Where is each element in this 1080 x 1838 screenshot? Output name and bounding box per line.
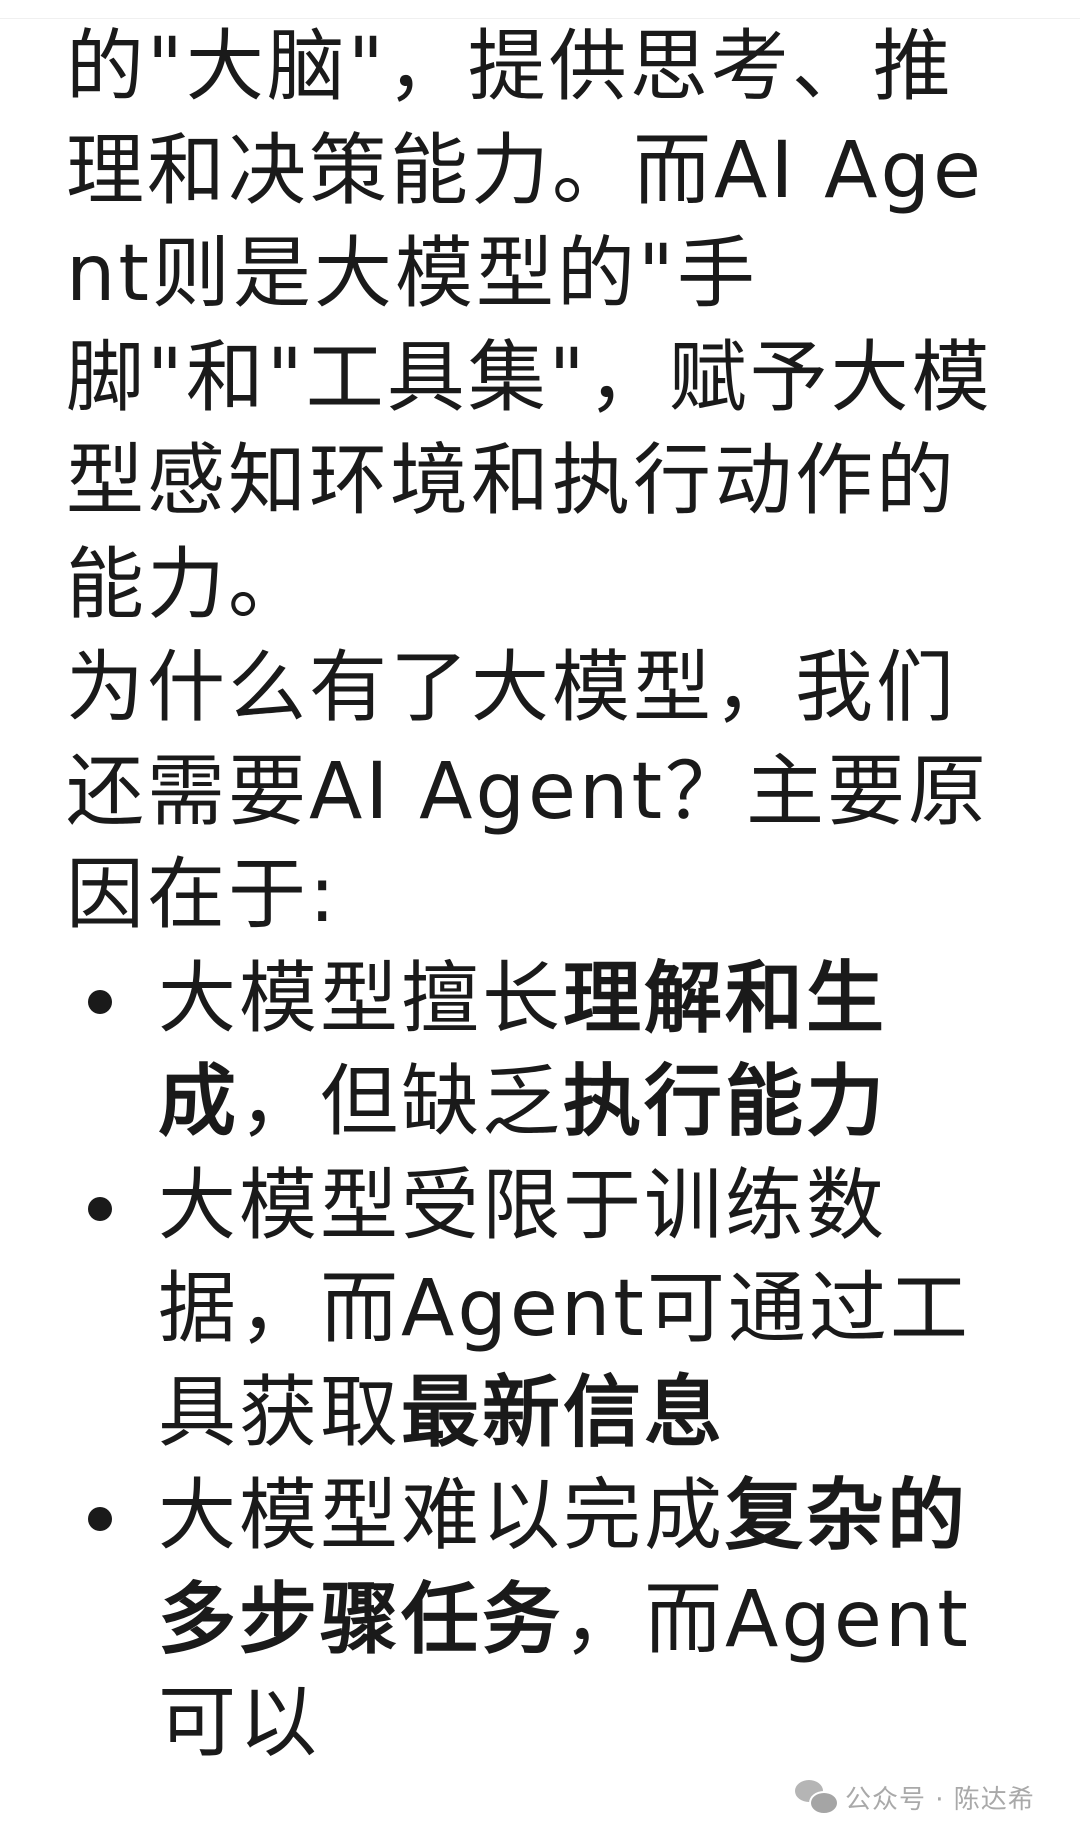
paragraph-intro: 的"大脑"，提供思考、推理和决策能力。而AI Agent则是大模型的"手脚"和"… <box>66 16 1026 637</box>
text-segment: 大模型难以完成 <box>158 1471 726 1561</box>
paragraph-question: 为什么有了大模型，我们还需要AI Agent？主要原因在于: <box>66 637 1026 948</box>
bold-segment: 最新信息 <box>401 1367 726 1458</box>
watermark-text: 公众号 · 陈达希 <box>845 1785 1035 1815</box>
article-body: 的"大脑"，提供思考、推理和决策能力。而AI Agent则是大模型的"手脚"和"… <box>66 16 1026 1776</box>
bullet-icon <box>88 989 112 1014</box>
text-segment: ，但缺乏 <box>239 1057 564 1147</box>
paragraph-intro-text: 的"大脑"，提供思考、推理和决策能力。而AI Agent则是大模型的"手脚"和"… <box>66 22 993 630</box>
text-segment: 大模型擅长 <box>158 953 564 1044</box>
list-item: 大模型受限于训练数据，而Agent可通过工具获取最新信息 <box>66 1155 1018 1466</box>
list-item: 大模型难以完成复杂的多步骤任务，而Agent可以 <box>66 1465 1018 1776</box>
wechat-icon <box>795 1779 839 1816</box>
watermark: 公众号 · 陈达希 <box>795 1779 1035 1816</box>
reasons-list: 大模型擅长理解和生成，但缺乏执行能力 大模型受限于训练数据，而Agent可通过工… <box>66 948 1026 1776</box>
bullet-icon <box>88 1196 112 1221</box>
paragraph-question-text: 为什么有了大模型，我们还需要AI Agent？主要原因在于: <box>66 643 990 940</box>
bold-segment: 执行能力 <box>563 1057 888 1147</box>
bold-segment: 理解和生成 <box>158 953 888 1148</box>
bold-segment: 复杂的多步骤任务 <box>158 1471 969 1665</box>
text-segment: ，而Agent可以 <box>158 1574 971 1769</box>
bullet-icon <box>88 1507 112 1531</box>
text-segment: 大模型受限于训练数据，而Agent可通过工具获取 <box>158 1160 971 1458</box>
top-divider <box>0 18 1080 19</box>
list-item: 大模型擅长理解和生成，但缺乏执行能力 <box>66 948 1018 1155</box>
